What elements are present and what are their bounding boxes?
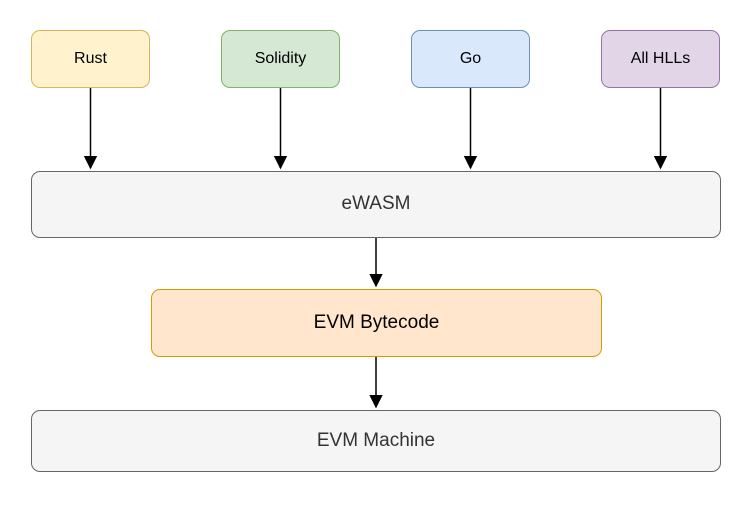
node-solidity: Solidity	[221, 30, 340, 88]
node-all-hlls-label: All HLLs	[630, 50, 691, 68]
node-go-label: Go	[459, 50, 482, 68]
node-ewasm: eWASM	[31, 171, 721, 238]
node-solidity-label: Solidity	[254, 50, 307, 68]
node-all-hlls: All HLLs	[601, 30, 720, 88]
node-evm-machine: EVM Machine	[31, 410, 721, 472]
node-rust-label: Rust	[74, 50, 107, 68]
node-evm-bytecode-label: EVM Bytecode	[313, 311, 440, 333]
node-ewasm-label: eWASM	[341, 193, 411, 215]
node-evm-bytecode: EVM Bytecode	[151, 289, 602, 357]
node-evm-machine-label: EVM Machine	[316, 429, 436, 451]
node-rust: Rust	[31, 30, 150, 88]
node-go: Go	[411, 30, 530, 88]
